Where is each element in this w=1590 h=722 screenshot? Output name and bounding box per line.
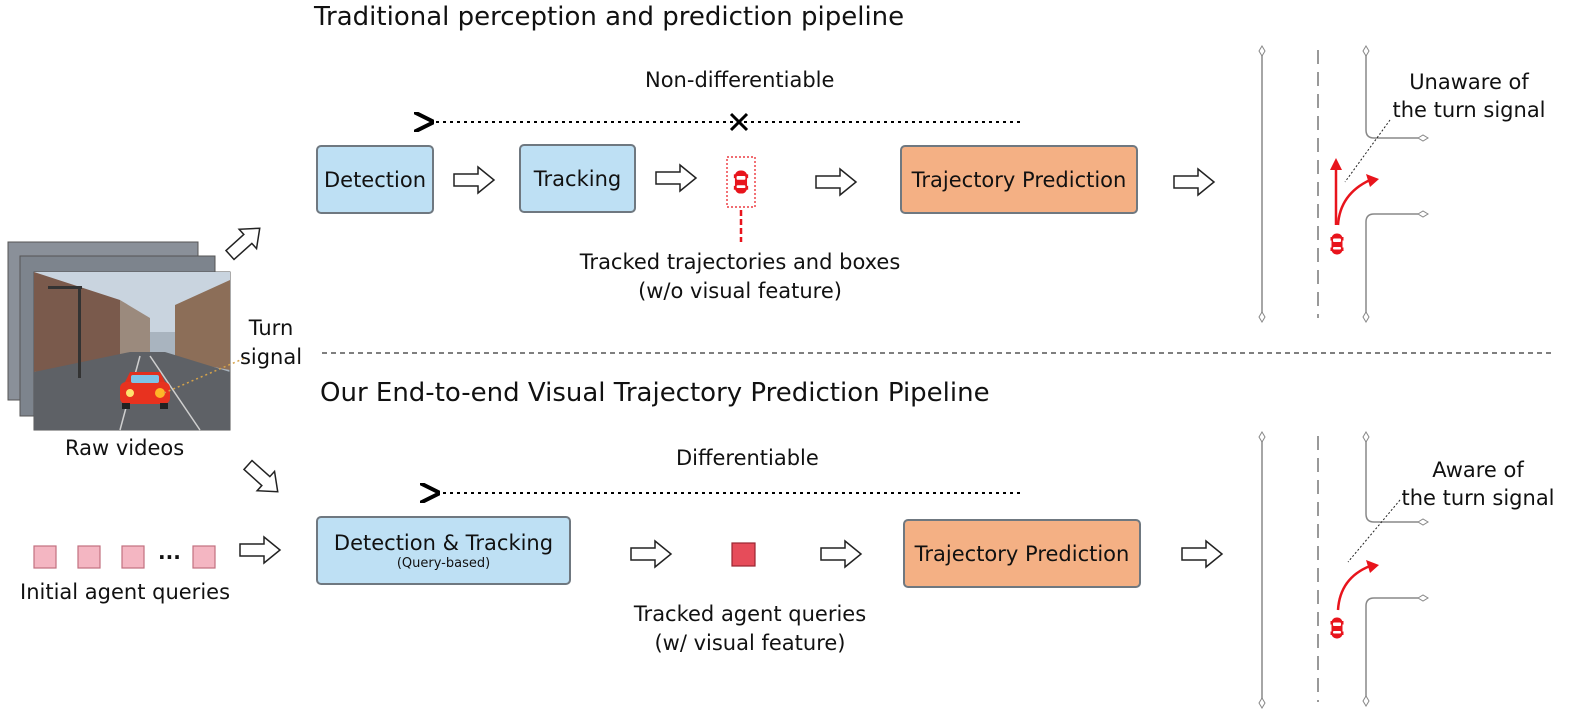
bottom-trajectory-prediction-label: Trajectory Prediction (914, 541, 1130, 566)
top-trajectory-prediction-module: Trajectory Prediction (900, 145, 1138, 214)
bottom-trajectory-prediction-module: Trajectory Prediction (903, 519, 1141, 588)
bottom-pipeline-title: Our End-to-end Visual Trajectory Predict… (320, 378, 990, 408)
bottom-flow-arrow-3 (1181, 540, 1223, 568)
bottom-tracked-caption: Tracked agent queries (w/ visual feature… (590, 600, 910, 658)
detection-module: Detection (316, 145, 434, 214)
top-flow-arrow-3 (815, 168, 857, 196)
tracked-agent-query-icon (731, 542, 756, 567)
bottom-outcome-caption-line1: Aware of (1432, 458, 1524, 482)
top-flow-arrow-1 (453, 166, 495, 194)
turn-signal-caption: Turn signal (236, 314, 306, 372)
car-with-turn-signal-icon (120, 372, 170, 409)
bottom-flow-arrow-2 (820, 540, 862, 568)
raw-video-frames (7, 241, 246, 431)
bottom-tracked-caption-line1: Tracked agent queries (633, 602, 867, 626)
top-flow-arrow-4 (1173, 168, 1215, 196)
detection-module-label: Detection (323, 167, 427, 192)
tracked-car-box-icon (726, 156, 756, 242)
raw-videos-caption: Raw videos (65, 436, 185, 460)
differentiable-label: Differentiable (676, 446, 819, 470)
turn-signal-caption-line2: signal (239, 345, 303, 369)
top-pipeline-title: Traditional perception and prediction pi… (314, 2, 905, 32)
top-tracked-caption-line1: Tracked trajectories and boxes (579, 250, 901, 274)
top-trajectory-prediction-label: Trajectory Prediction (911, 167, 1127, 192)
bottom-outcome-road-scene (1258, 431, 1429, 709)
detection-tracking-module-label: Detection & Tracking (333, 530, 554, 555)
non-differentiable-label: Non-differentiable (645, 68, 835, 92)
tracking-module-label: Tracking (533, 166, 622, 191)
turn-signal-caption-line1: Turn (248, 316, 294, 340)
input-to-bottom-arrow (238, 454, 288, 503)
tracking-module: Tracking (519, 144, 636, 213)
initial-agent-queries (33, 545, 216, 569)
top-outcome-caption: Unaware of the turn signal (1388, 68, 1550, 124)
top-outcome-caption-line2: the turn signal (1392, 98, 1546, 122)
top-tracked-caption-line2: (w/o visual feature) (638, 279, 842, 303)
bottom-tracked-caption-line2: (w/ visual feature) (654, 631, 846, 655)
queries-to-detection-arrow (239, 536, 281, 564)
top-outcome-road-scene (1258, 45, 1429, 323)
bottom-outcome-caption: Aware of the turn signal (1398, 456, 1558, 512)
detection-tracking-module: Detection & Tracking (Query-based) (316, 516, 571, 585)
top-flow-arrow-2 (655, 164, 697, 192)
queries-ellipsis: ... (158, 540, 181, 564)
detection-tracking-module-sublabel: (Query-based) (396, 555, 491, 571)
top-tracked-caption: Tracked trajectories and boxes (w/o visu… (540, 248, 940, 306)
input-to-top-arrow (220, 217, 270, 266)
top-outcome-caption-line1: Unaware of (1409, 70, 1529, 94)
bottom-flow-arrow-1 (630, 540, 672, 568)
bottom-outcome-caption-line2: the turn signal (1401, 486, 1555, 510)
initial-agent-queries-caption: Initial agent queries (20, 580, 231, 604)
blocked-cross-icon (729, 112, 749, 132)
